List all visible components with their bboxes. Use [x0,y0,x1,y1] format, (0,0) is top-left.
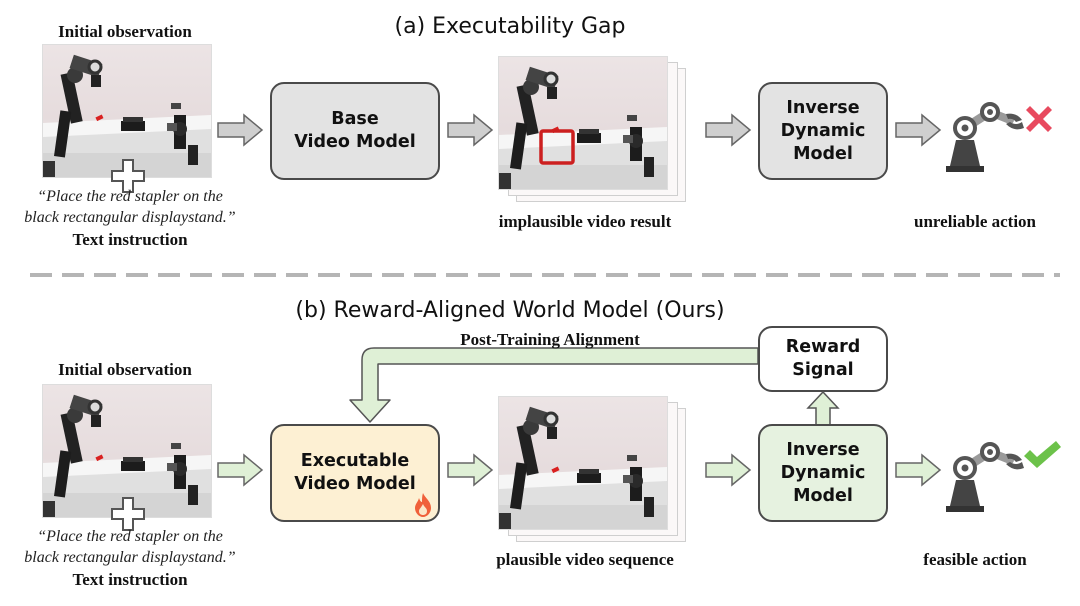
text-instruction-label-b: Text instruction [72,570,188,589]
check-icon [1024,441,1061,468]
inverse-dynamic-model-box-a: Inverse Dynamic Model [758,82,888,180]
initial-observation-label-b: Initial observation [58,360,192,379]
implausible-video-frame [498,56,668,190]
unreliable-action-label: unreliable action [914,212,1036,231]
instruction-line1-b: “Place the red stapler on the [37,528,223,545]
arrow-model-to-video-a [447,113,494,147]
base-video-model-line2: Video Model [294,132,416,152]
robot-arm-icon [940,86,1030,176]
arrow-idm-to-action-a [895,113,942,147]
reward-signal-box: Reward Signal [758,326,888,392]
text-instruction-label-a: Text instruction [72,230,188,249]
idm-a-line3: Model [793,143,853,164]
section-b-title: (b) Reward-Aligned World Model (Ours) [295,298,725,323]
arrow-idm-to-action-b [895,453,942,487]
arrow-obs-to-model-b [217,453,264,487]
instruction-line1-a: “Place the red stapler on the [37,188,223,205]
flame-icon [415,493,431,517]
base-video-model-box: Base Video Model [270,82,440,180]
reward-signal-line1: Reward [785,337,861,357]
idm-a-line1: Inverse [786,97,860,118]
feedback-loop-arrow [349,347,759,423]
inverse-dynamic-model-box-b: Inverse Dynamic Model [758,424,888,522]
section-a-title: (a) Executability Gap [394,14,626,39]
initial-observation-label-a: Initial observation [58,22,192,41]
idm-b-line2: Dynamic [780,462,866,483]
section-divider [30,273,1060,277]
executable-video-model-line1: Executable [300,451,410,471]
arrow-model-to-video-b [447,453,494,487]
arrow-video-to-idm-b [705,453,752,487]
robot-arm-icon [940,426,1030,516]
idm-b-line3: Model [793,485,853,506]
plus-icon [111,497,145,531]
executable-video-model-box: Executable Video Model [270,424,440,522]
post-training-alignment-label: Post-Training Alignment [460,330,640,349]
plus-icon [111,159,145,193]
executable-video-model-line2: Video Model [294,474,416,494]
implausible-highlight-box [539,129,575,165]
base-video-model-line1: Base [331,109,379,129]
instruction-line2-a: black rectangular displaystand.” [24,209,236,226]
idm-a-line2: Dynamic [780,120,866,141]
reward-signal-line2: Signal [792,360,854,380]
arrow-idm-to-reward [806,390,840,427]
arrow-obs-to-model-a [217,113,264,147]
implausible-video-label: implausible video result [498,212,672,231]
plausible-video-label: plausible video sequence [496,550,674,569]
plausible-video-frame [498,396,668,530]
feasible-action-label: feasible action [923,550,1027,569]
idm-b-line1: Inverse [786,439,860,460]
arrow-video-to-idm-a [705,113,752,147]
instruction-line2-b: black rectangular displaystand.” [24,549,236,566]
cross-icon [1026,106,1052,132]
